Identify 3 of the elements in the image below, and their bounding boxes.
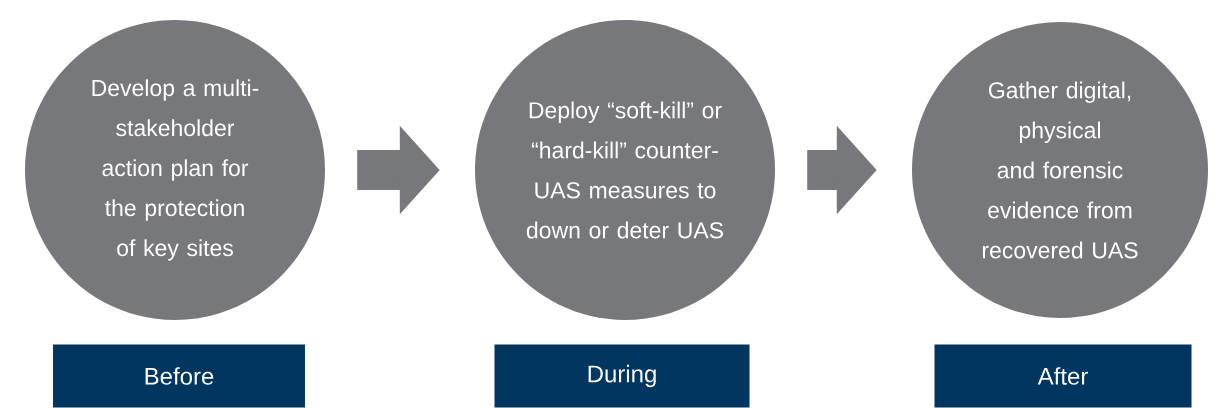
phase-label-bar: After	[934, 344, 1192, 408]
phase-label-bar: Before	[53, 344, 305, 408]
phase-label-bar: During	[494, 344, 750, 408]
